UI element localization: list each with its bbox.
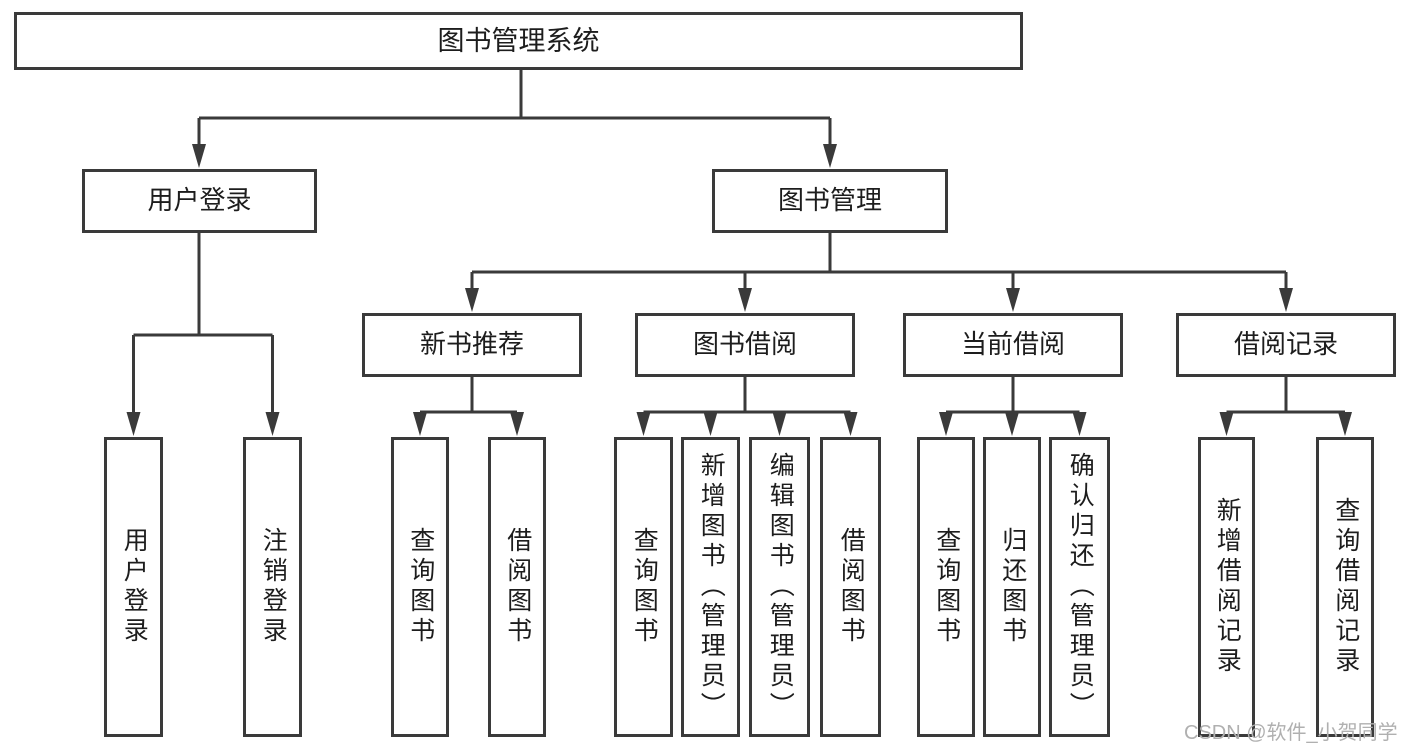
node-new-book-recommendation: 新书推荐 (362, 313, 582, 377)
node-label: 查询借阅记录 (1331, 497, 1360, 677)
node-label: 查询图书 (932, 527, 961, 647)
node-label: 查询图书 (630, 527, 659, 647)
leaf-add-books-admin: 新增图书（管理员） (681, 437, 740, 737)
leaf-confirm-return-admin: 确认归还（管理员） (1049, 437, 1110, 737)
node-label: 查询图书 (406, 527, 435, 647)
node-label: 图书借阅 (692, 329, 797, 360)
node-user-login-group: 用户登录 (82, 169, 317, 233)
node-label: 当前借阅 (960, 329, 1065, 360)
node-label: 借阅记录 (1233, 329, 1338, 360)
node-label: 编辑图书（管理员） (766, 452, 795, 722)
leaf-query-books-current: 查询图书 (917, 437, 975, 737)
leaf-return-books: 归还图书 (983, 437, 1041, 737)
node-label: 归还图书 (998, 527, 1027, 647)
leaf-user-login: 用户登录 (104, 437, 163, 737)
node-label: 用户登录 (120, 527, 149, 647)
leaf-borrow-books: 借阅图书 (820, 437, 881, 737)
leaf-query-books-recommend: 查询图书 (391, 437, 449, 737)
node-label: 用户登录 (147, 185, 252, 216)
node-label: 借阅图书 (503, 527, 532, 647)
node-current-borrowing: 当前借阅 (903, 313, 1123, 377)
leaf-logout: 注销登录 (243, 437, 302, 737)
node-label: 新书推荐 (419, 329, 524, 360)
node-label: 注销登录 (259, 527, 288, 647)
csdn-watermark: CSDN @软件_小贺同学 (1184, 722, 1398, 744)
leaf-query-books-borrowing: 查询图书 (614, 437, 673, 737)
node-label: 图书管理 (777, 185, 882, 216)
leaf-edit-books-admin: 编辑图书（管理员） (749, 437, 810, 737)
node-label: 图书管理系统 (437, 25, 600, 56)
arrowheads (126, 144, 1352, 436)
leaf-query-borrow-record: 查询借阅记录 (1316, 437, 1374, 737)
node-borrowing-records: 借阅记录 (1176, 313, 1396, 377)
node-label: 借阅图书 (837, 527, 866, 647)
node-label: 确认归还（管理员） (1066, 452, 1095, 722)
leaf-borrow-books-recommend: 借阅图书 (488, 437, 546, 737)
node-library-management-system: 图书管理系统 (14, 12, 1023, 70)
node-label: 新增图书（管理员） (697, 452, 726, 722)
node-label: 新增借阅记录 (1213, 497, 1242, 677)
node-book-borrowing: 图书借阅 (635, 313, 855, 377)
node-book-management: 图书管理 (712, 169, 948, 233)
leaf-add-borrow-record: 新增借阅记录 (1198, 437, 1255, 737)
